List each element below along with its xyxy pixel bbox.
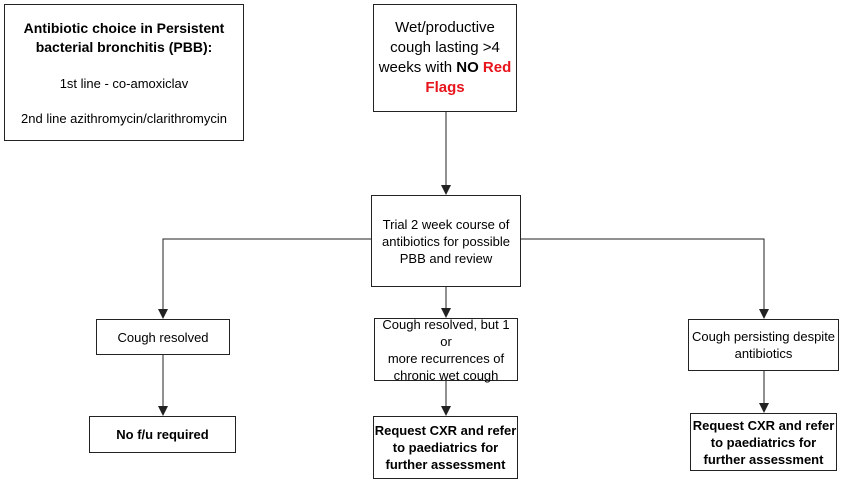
trial-antibiotics-box: Trial 2 week course of antibiotics for p…: [371, 195, 521, 287]
arrow-trial-to-persisting: [521, 238, 769, 319]
start-box-wet-cough: Wet/productive cough lasting >4 weeks wi…: [373, 4, 517, 112]
antibiotic-choice-box: Antibiotic choice in Persistent bacteria…: [4, 4, 244, 141]
recurrence-line-3: chronic wet cough: [393, 367, 499, 383]
start-weeks-with: weeks with: [378, 59, 457, 76]
recurrence-line-2: more recurrences of: [387, 350, 505, 366]
recurrence-line-1: Cough resolved, but 1 or: [382, 316, 510, 349]
no-followup-box: No f/u required: [89, 416, 236, 453]
refer-right-line-3: further assessment: [703, 451, 824, 467]
refer-box-middle: Request CXR and refer to paediatrics for…: [373, 416, 518, 479]
trial-line-3: PBB and review: [399, 250, 493, 266]
start-no-emphasis: NO: [456, 59, 479, 76]
cough-resolved-box: Cough resolved: [96, 319, 230, 355]
persisting-line-1: Cough persisting despite: [691, 329, 836, 344]
no-followup-label: No f/u required: [116, 427, 209, 442]
refer-mid-line-2: to paediatrics for: [392, 440, 499, 455]
refer-mid-line-1: Request CXR and refer: [374, 423, 517, 438]
start-flags-text: Flags: [425, 79, 465, 96]
refer-right-line-2: to paediatrics for: [710, 434, 817, 450]
second-line-antibiotic: 2nd line azithromycin/clarithromycin: [21, 110, 227, 126]
antibiotic-choice-title: Antibiotic choice in Persistent: [23, 19, 225, 36]
trial-line-2: antibiotics for possible: [382, 233, 510, 249]
start-red-text: Red: [482, 59, 512, 76]
start-line-3: weeks with NO Red: [379, 58, 512, 78]
persisting-line-2: antibiotics: [734, 346, 793, 361]
first-line-antibiotic: 1st line - co-amoxiclav: [59, 75, 189, 91]
antibiotic-choice-title-2: bacterial bronchitis (PBB):: [35, 38, 213, 55]
start-line-1: Wet/productive: [395, 19, 495, 36]
trial-line-1: Trial 2 week course of: [382, 216, 510, 232]
refer-mid-line-3: further assessment: [385, 457, 506, 472]
cough-resolved-label: Cough resolved: [117, 329, 209, 345]
arrow-trial-to-resolved: [158, 238, 371, 319]
cough-persisting-box: Cough persisting despite antibiotics: [688, 319, 839, 371]
refer-right-line-1: Request CXR and refer: [692, 417, 835, 433]
start-line-2: cough lasting >4: [390, 39, 500, 56]
recurrence-box: Cough resolved, but 1 or more recurrence…: [374, 316, 518, 383]
refer-box-right: Request CXR and refer to paediatrics for…: [690, 413, 837, 471]
